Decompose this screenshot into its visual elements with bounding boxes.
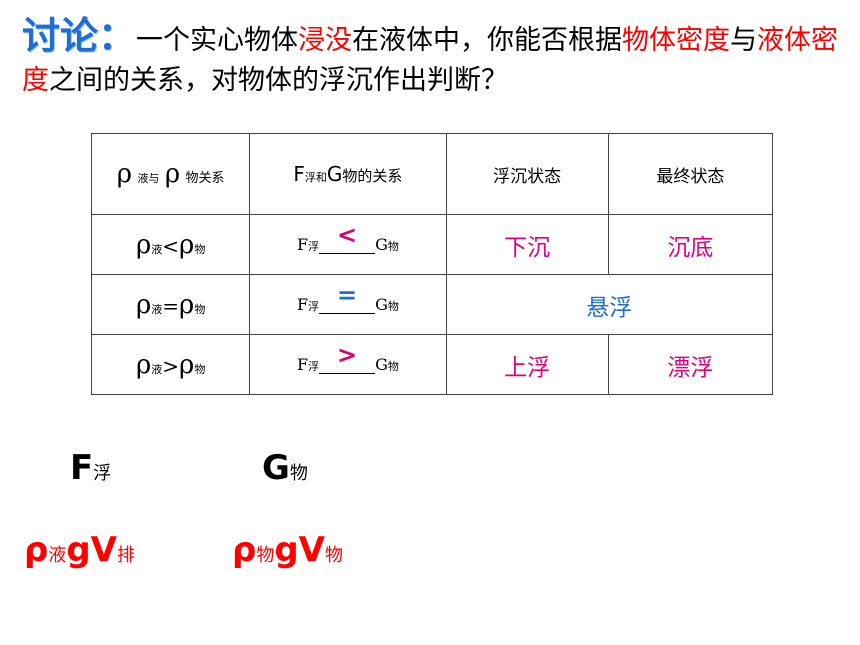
sub-text: 物 [256, 545, 275, 566]
density-relation-cell: ρ液<ρ物 [90, 214, 251, 275]
sub-text: 物的关系 [342, 167, 403, 185]
answer-blank: > [319, 341, 376, 374]
F-symbol: F [293, 162, 305, 186]
discussion-label: 讨论： [22, 14, 137, 58]
rho-symbol: ρ [164, 159, 181, 189]
state-cell: 上浮 [445, 334, 609, 395]
sub-text: 浮 [93, 463, 112, 484]
sub-text: 浮 [308, 300, 320, 313]
G-symbol: G [375, 295, 388, 314]
sub-text: 液 [151, 242, 163, 256]
sub-text: 液 [48, 545, 67, 566]
F-symbol: F [70, 448, 94, 488]
answer-symbol: > [337, 341, 358, 369]
answer-blank: = [319, 281, 376, 314]
operator: > [162, 353, 180, 378]
sub-text: 物 [194, 302, 206, 316]
force-relation-cell: F浮 = G物 [249, 274, 447, 335]
rho-symbol: ρ [135, 229, 152, 260]
title-highlight-object-density: 物体密度 [622, 25, 731, 56]
question-text: 讨论：一个实心物体浸没在液体中，你能否根据物体密度与液体密度之间的关系，对物体的… [22, 16, 860, 101]
table-row: ρ液=ρ物 F浮=G物 悬浮 [90, 274, 774, 335]
operator: = [162, 293, 180, 318]
sub-text: 液 [151, 302, 163, 316]
sub-text: 物 [194, 242, 206, 256]
header-density-relation: ρ 液与 ρ 物关系 [90, 133, 251, 215]
rho-symbol: ρ [179, 229, 195, 260]
rho-symbol: ρ [24, 530, 49, 570]
rho-symbol: ρ [135, 349, 152, 380]
gravity-formula: G物 [262, 448, 308, 488]
final-state-cell: 漂浮 [607, 334, 774, 395]
title-part: 与 [730, 25, 758, 56]
sub-text: 浮 [308, 360, 320, 373]
sub-text: 物 [289, 463, 308, 484]
table-header-row: ρ 液与 ρ 物关系 F浮和G物的关系 浮沉状态 最终状态 [90, 133, 774, 215]
answer-symbol: = [337, 281, 358, 309]
header-final-state: 最终状态 [607, 133, 774, 215]
rho-symbol: ρ [232, 530, 257, 570]
sub-text: 物 [387, 240, 399, 253]
title-part: 在液体中，你能否根据 [352, 25, 623, 56]
answer-symbol: < [337, 221, 358, 249]
force-relation-cell: F浮 > G物 [249, 334, 447, 395]
sub-text: 物关系 [185, 171, 225, 186]
final-state-cell: 沉底 [607, 214, 774, 275]
density-relation-cell: ρ液>ρ物 [90, 334, 251, 395]
state-cell: 下沉 [445, 214, 609, 275]
F-symbol: F [296, 235, 309, 254]
comparison-table: ρ 液与 ρ 物关系 F浮和G物的关系 浮沉状态 最终状态 ρ液<ρ物 F浮<G… [90, 133, 774, 395]
sub-text: 排 [117, 545, 135, 566]
header-force-relation: F浮和G物的关系 [249, 133, 447, 215]
G-symbol: G [375, 355, 388, 374]
sub-text: 物 [325, 545, 343, 566]
sub-text: 浮 [308, 240, 320, 253]
force-relation-cell: F浮 < G物 [249, 214, 447, 275]
rho-symbol: ρ [179, 289, 195, 320]
table-row: ρ液<ρ物 F浮<G物 下沉 沉底 [90, 214, 774, 275]
G-symbol: G [262, 448, 290, 488]
title-part: 之间的关系，对物体的浮沉作出判断？ [49, 65, 508, 96]
sub-text: 物 [194, 362, 206, 376]
sub-text: 物 [387, 360, 399, 373]
rho-symbol: ρ [179, 349, 195, 380]
title-highlight-liquid-density: 液体密度 [22, 25, 839, 96]
rho-symbol: ρ [116, 159, 133, 189]
table-row: ρ液>ρ物 F浮>G物 上浮 漂浮 [90, 334, 774, 395]
density-relation-cell: ρ液=ρ物 [90, 274, 251, 335]
gravity-expansion: ρ物gV物 [232, 530, 343, 570]
sub-text: 物 [387, 300, 399, 313]
sub-text: 液与 [137, 172, 160, 185]
title-part: 一个实心物体 [136, 25, 299, 56]
F-symbol: F [296, 355, 309, 374]
buoyant-force-formula: F浮 [70, 448, 111, 488]
operator: < [162, 233, 180, 258]
sub-text: 浮和 [304, 171, 327, 184]
header-float-sink-state: 浮沉状态 [445, 133, 609, 215]
G-symbol: G [326, 162, 343, 186]
gV-symbol: gV [274, 530, 325, 570]
title-highlight-immersed: 浸没 [298, 25, 353, 56]
gV-symbol: gV [66, 530, 117, 570]
G-symbol: G [375, 235, 388, 254]
answer-blank: < [319, 221, 376, 254]
buoyant-force-expansion: ρ液gV排 [24, 530, 135, 570]
rho-symbol: ρ [135, 289, 152, 320]
sub-text: 液 [151, 362, 163, 376]
merged-state-cell: 悬浮 [445, 274, 774, 335]
F-symbol: F [296, 295, 309, 314]
